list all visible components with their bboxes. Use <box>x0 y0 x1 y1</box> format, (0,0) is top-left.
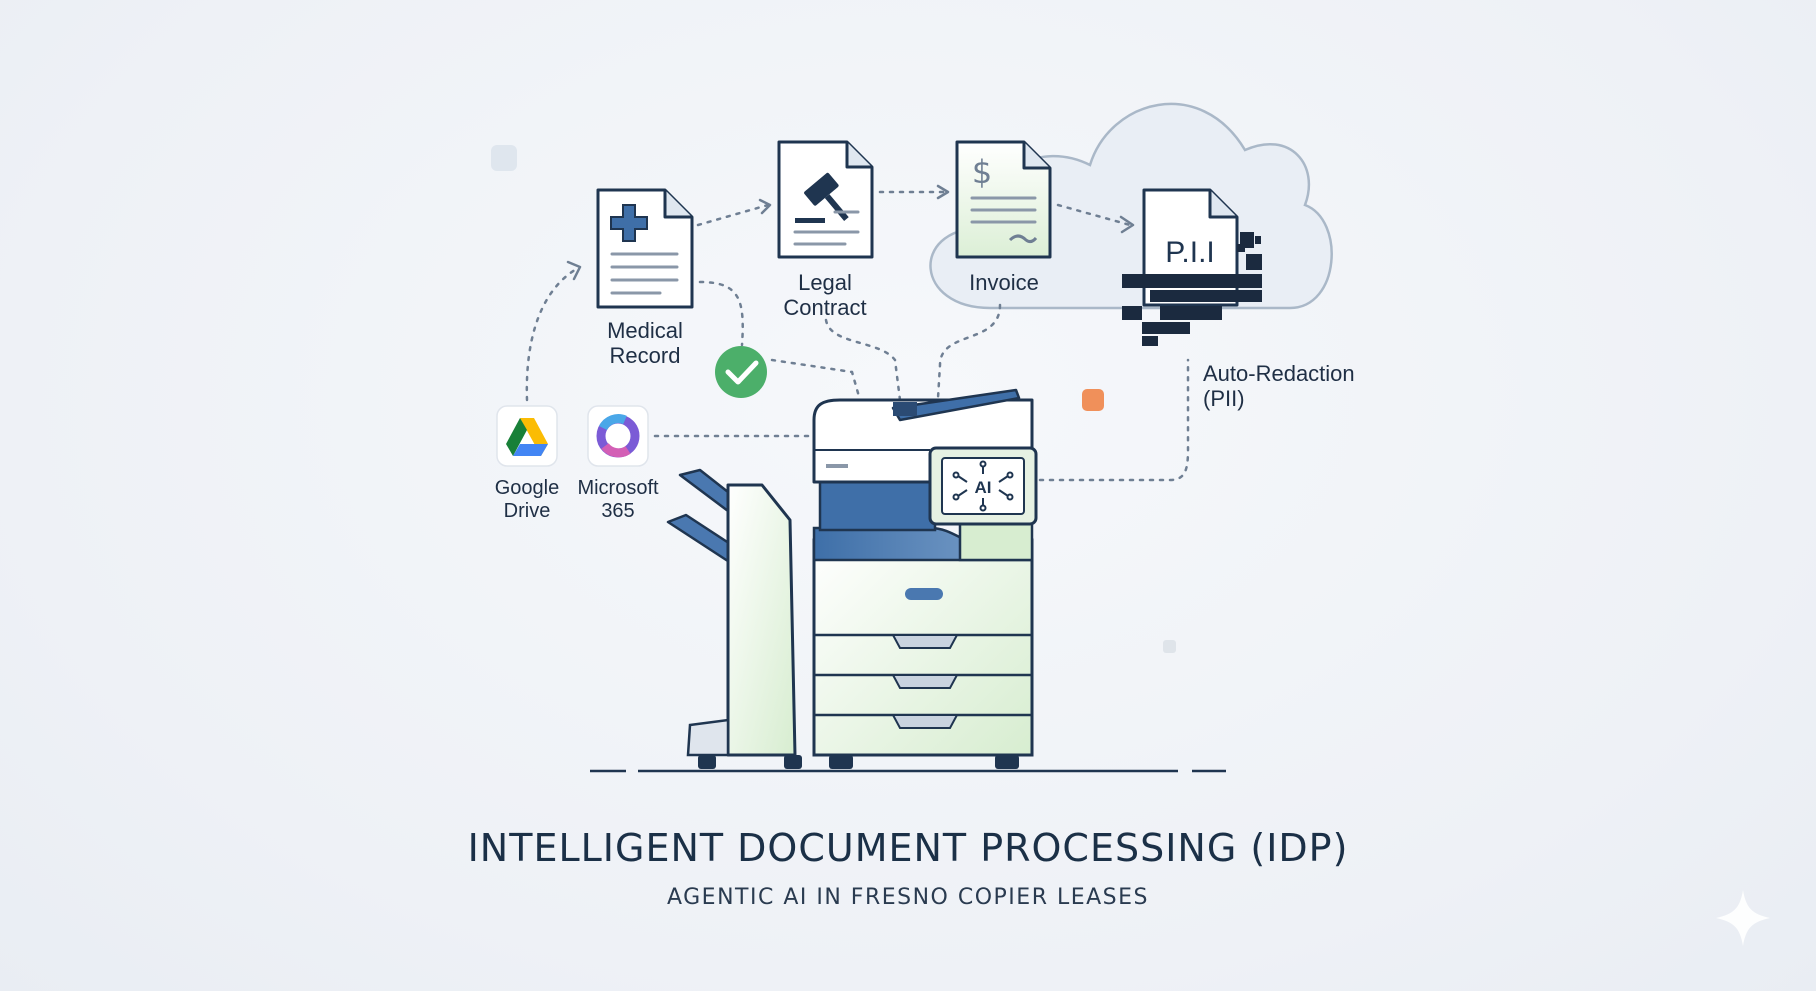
copier-machine: AI <box>666 388 1038 769</box>
google-drive-label: Google Drive <box>494 477 560 522</box>
medical-record-label: Medical Record <box>607 318 683 368</box>
page-title: INTELLIGENT DOCUMENT PROCESSING (IDP) <box>467 826 1349 870</box>
microsoft-365-label: Microsoft 365 <box>577 477 659 522</box>
arrow-heads <box>566 184 1135 281</box>
microsoft-365-icon <box>587 405 649 467</box>
redaction-blocks <box>1122 232 1262 346</box>
auto-redaction-label: Auto-Redaction (PII) <box>1203 361 1355 411</box>
pii-document-label: P.I.I <box>1165 236 1214 269</box>
legal-contract-icon <box>777 140 874 259</box>
pii-document-icon: P.I.I <box>1122 188 1262 346</box>
ai-screen: AI <box>928 446 1038 526</box>
page-subtitle: AGENTIC AI IN FRESNO COPIER LEASES <box>666 885 1150 910</box>
decor-square-orange <box>1082 389 1104 411</box>
invoice-icon: $ <box>955 140 1052 259</box>
checkmark-icon <box>715 346 767 398</box>
decor-square <box>1163 640 1176 653</box>
invoice-label: Invoice <box>969 270 1039 295</box>
invoice-dollar-symbol: $ <box>972 153 992 191</box>
legal-contract-label: Legal Contract <box>783 270 867 320</box>
ai-screen-label: AI <box>975 478 992 497</box>
sparkle-watermark-icon <box>1716 890 1770 946</box>
flow-connectors <box>525 190 1190 482</box>
medical-record-icon <box>596 188 694 309</box>
google-drive-icon <box>496 405 558 467</box>
decor-square <box>491 145 517 171</box>
